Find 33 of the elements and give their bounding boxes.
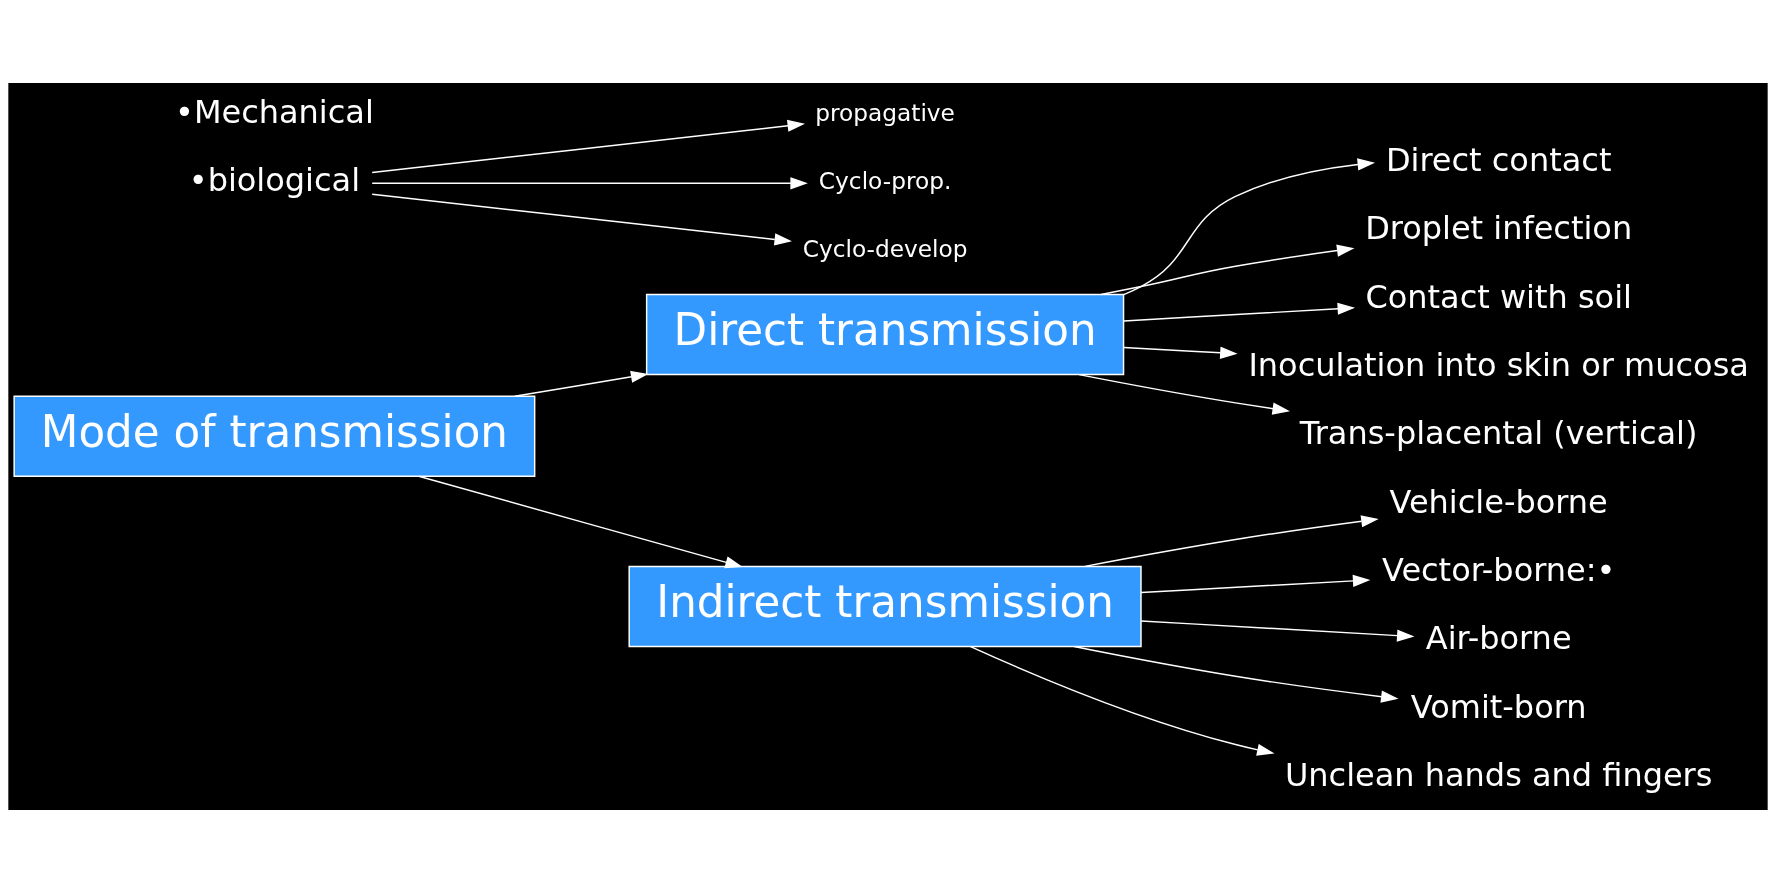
arrow — [1140, 574, 1371, 593]
node-text: Droplet infection — [1365, 208, 1633, 247]
node-box: Direct transmission — [645, 293, 1125, 375]
node-text: Vector-borne:• — [1382, 550, 1616, 589]
node-text: Cyclo-develop — [802, 234, 968, 262]
label: •Mechanical — [175, 92, 374, 131]
arrow — [1123, 302, 1356, 322]
arrow — [371, 192, 792, 245]
arrow — [418, 475, 743, 568]
arrow — [1084, 514, 1379, 567]
node-text: Inoculation into skin or mucosa — [1248, 345, 1749, 384]
node-text: Unclean hands and fingers — [1284, 755, 1713, 794]
arrow — [1140, 619, 1415, 642]
arrow — [1123, 157, 1376, 295]
node-text: propagative — [815, 98, 955, 126]
node-text: Air-borne — [1425, 618, 1572, 657]
node-text: Direct contact — [1385, 140, 1612, 179]
arrow — [969, 645, 1275, 756]
node-text: Vomit-born — [1410, 687, 1587, 726]
node-text: Vehicle-borne — [1389, 482, 1608, 521]
arrow — [371, 119, 806, 173]
node-text: •biological — [188, 160, 361, 199]
node-box: Indirect transmission — [628, 565, 1142, 647]
node-text: Contact with soil — [1365, 277, 1632, 316]
node-box: Mode of transmission — [13, 395, 536, 477]
arrow — [371, 176, 808, 189]
arrow — [1078, 373, 1290, 415]
node-text: Cyclo-prop. — [818, 166, 952, 194]
arrow — [1123, 346, 1238, 359]
arrow — [1073, 645, 1399, 703]
arrow — [1100, 244, 1355, 295]
arrow — [514, 370, 649, 397]
node-text: Trans-placental (vertical) — [1299, 413, 1698, 452]
